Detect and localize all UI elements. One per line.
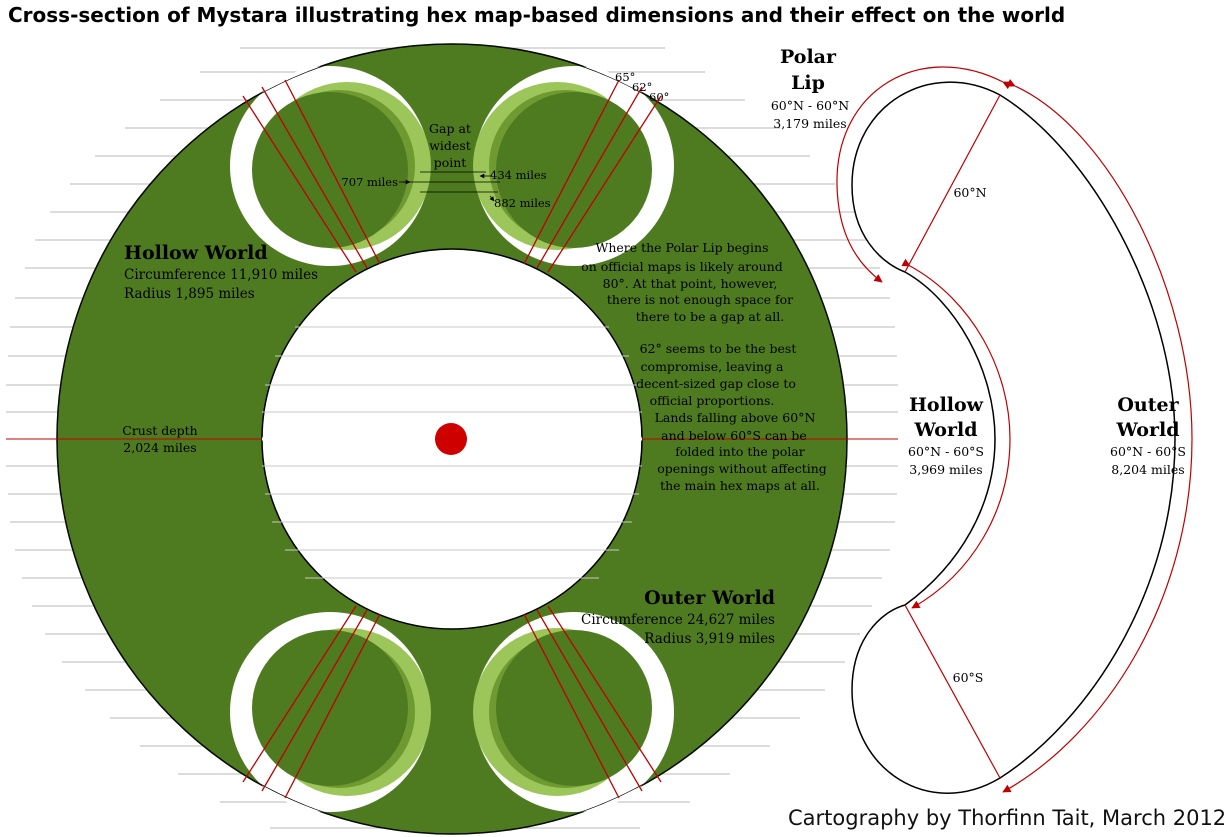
svg-text:and below 60°S can be: and below 60°S can be — [661, 428, 807, 443]
cartography-credit: Cartography by Thorfinn Tait, March 2012 — [788, 806, 1226, 830]
gap-top-distance: 434 miles — [490, 168, 547, 182]
svg-text:official proportions.: official proportions. — [650, 393, 775, 408]
svg-text:Where the Polar Lip begins: Where the Polar Lip begins — [595, 240, 768, 255]
profile-north-label: 60°N — [953, 185, 986, 200]
compromise-note: 62° seems to be the best compromise, lea… — [636, 341, 827, 493]
svg-text:80°. At that point, however,: 80°. At that point, however, — [603, 276, 778, 291]
polar-lip-title-line-1: Polar — [780, 46, 837, 68]
latitude-lines — [242, 79, 662, 799]
svg-text:62° seems to be the best: 62° seems to be the best — [640, 341, 797, 356]
profile-outer-world-range: 60°N - 60°S — [1110, 444, 1186, 459]
polar-bulb-north-west — [252, 82, 431, 250]
angle-60-label: 60° — [649, 90, 669, 104]
profile-south-label: 60°S — [953, 670, 984, 685]
profile-hollow-world-title-1: Hollow — [909, 394, 984, 416]
outer-world-title: Outer World — [644, 587, 775, 609]
profile-outer-world-title-2: World — [1116, 419, 1180, 441]
gap-label-line-3: point — [434, 155, 467, 170]
svg-text:there is not enough space for: there is not enough space for — [607, 292, 793, 307]
crust-depth-label: Crust depth — [122, 423, 197, 438]
profile-hollow-world-title-2: World — [914, 419, 978, 441]
crust-depth-value: 2,024 miles — [123, 440, 196, 455]
svg-text:the main hex maps at all.: the main hex maps at all. — [660, 478, 820, 493]
gap-measure-lines — [399, 171, 500, 202]
polar-lip-length: 3,179 miles — [773, 116, 846, 131]
polar-bulb-north-east — [473, 82, 652, 250]
polar-bulb-south-east — [473, 628, 652, 796]
svg-text:there to be a gap at all.: there to be a gap at all. — [636, 309, 784, 324]
svg-text:compromise, leaving a: compromise, leaving a — [641, 359, 784, 374]
gap-left-distance: 707 miles — [341, 175, 398, 189]
svg-text:Lands falling above 60°N: Lands falling above 60°N — [655, 410, 816, 425]
outer-world-radius: Radius 3,919 miles — [644, 631, 775, 647]
hollow-world-radius: Radius 1,895 miles — [124, 286, 255, 302]
profile-arrows — [836, 66, 1193, 793]
inner-rule-lines — [262, 297, 642, 579]
page-title: Cross-section of Mystara illustrating he… — [8, 3, 1066, 27]
svg-text:folded into the polar: folded into the polar — [675, 444, 805, 459]
svg-text:on official maps is likely aro: on official maps is likely around — [581, 259, 783, 274]
gap-label-line-1: Gap at — [429, 121, 471, 136]
hollow-world-title: Hollow World — [124, 242, 268, 264]
angle-62-label: 62° — [632, 80, 652, 94]
outer-world-circumference: Circumference 24,627 miles — [581, 612, 775, 628]
profile-outer-world-length: 8,204 miles — [1111, 462, 1184, 477]
svg-text:openings without affecting: openings without affecting — [657, 461, 827, 476]
gap-label-line-2: widest — [429, 138, 471, 153]
polar-bulb-south-west — [252, 628, 431, 796]
polar-lip-range: 60°N - 60°N — [771, 98, 849, 113]
south-60-line — [904, 604, 1001, 779]
polar-lip-title-line-2: Lip — [791, 72, 825, 94]
angle-65-label: 65° — [615, 70, 635, 84]
svg-text:decent-sized gap close to: decent-sized gap close to — [636, 376, 796, 391]
gap-bottom-distance: 882 miles — [494, 196, 551, 210]
polar-lip-note: Where the Polar Lip begins on official m… — [581, 240, 793, 324]
profile-hollow-world-range: 60°N - 60°S — [908, 444, 984, 459]
hollow-world-circumference: Circumference 11,910 miles — [124, 267, 318, 283]
profile-outer-world-title-1: Outer — [1117, 394, 1179, 416]
profile-hollow-world-length: 3,969 miles — [909, 462, 982, 477]
